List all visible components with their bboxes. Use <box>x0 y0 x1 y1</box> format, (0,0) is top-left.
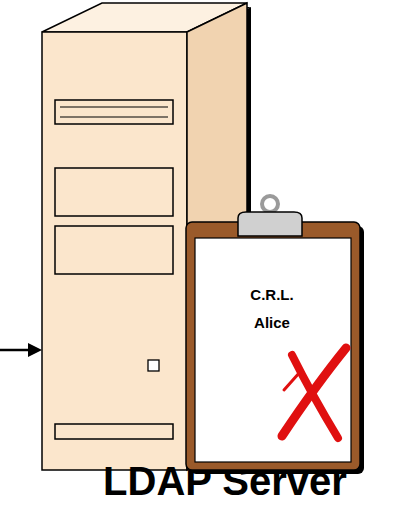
crl-clipboard: C.R.L. Alice <box>183 190 367 478</box>
arrow-line <box>0 349 30 352</box>
crl-clipboard-outline <box>183 190 367 478</box>
list-heading: C.R.L. <box>222 286 322 303</box>
list-entry: Alice <box>222 314 322 331</box>
arrow-head <box>28 343 42 357</box>
